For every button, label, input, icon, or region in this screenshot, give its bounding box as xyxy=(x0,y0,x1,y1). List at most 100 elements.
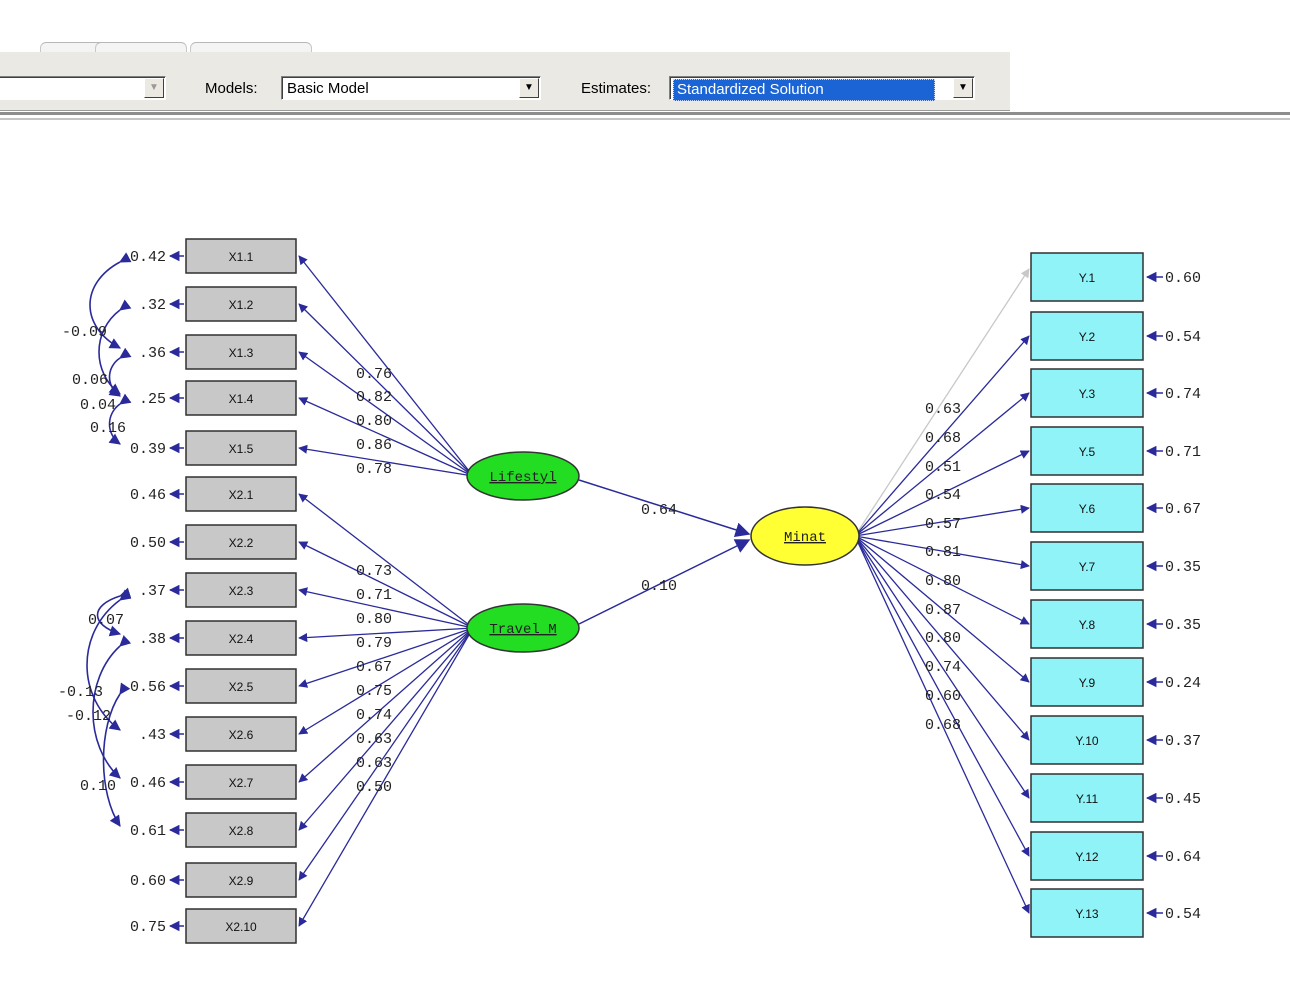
indicator-label: Y.7 xyxy=(1079,560,1096,574)
structural-coefficient: 0.10 xyxy=(641,578,677,595)
error-variance-label: .32 xyxy=(139,297,166,314)
covariance-curve xyxy=(102,682,131,827)
indicator-box xyxy=(1030,599,1144,649)
latent-minat-label: Minat xyxy=(784,530,826,546)
models-label: Models: xyxy=(205,80,258,97)
error-variance-label: 0.67 xyxy=(1165,501,1201,518)
indicator-box xyxy=(1030,311,1144,361)
indicator-box xyxy=(1030,657,1144,707)
error-variance-label: .43 xyxy=(139,727,166,744)
toolbar-divider xyxy=(0,118,1290,120)
loading-label: 0.78 xyxy=(356,461,392,478)
window-tab-strip xyxy=(0,36,320,54)
indicator-label: X2.10 xyxy=(225,920,257,934)
error-variance-label: .38 xyxy=(139,631,166,648)
latent-lifestyle-ellipse xyxy=(466,451,580,501)
indicator-box xyxy=(1030,831,1144,881)
error-variance-label: 0.74 xyxy=(1165,386,1201,403)
loading-label: 0.80 xyxy=(356,611,392,628)
estimates-combo-value: Standardized Solution xyxy=(673,79,935,101)
indicator-box xyxy=(185,764,297,800)
indicator-label: Y.5 xyxy=(1079,445,1096,459)
group-combo[interactable]: ▼ xyxy=(0,76,166,100)
loading-label: 0.74 xyxy=(356,707,392,724)
covariance-curve xyxy=(92,635,132,779)
loading-path xyxy=(854,335,1030,537)
loading-path xyxy=(298,541,474,629)
indicator-box xyxy=(185,286,297,322)
error-variance-label: 0.71 xyxy=(1165,444,1201,461)
latent-minat-ellipse xyxy=(750,506,860,566)
loading-label: 0.74 xyxy=(925,659,961,676)
loading-label: 0.68 xyxy=(925,717,961,734)
loading-label: 0.60 xyxy=(925,688,961,705)
covariance-label: -0.12 xyxy=(66,708,111,725)
structural-coefficient: 0.64 xyxy=(641,502,677,519)
indicator-box xyxy=(185,524,297,560)
loading-path xyxy=(854,535,1030,625)
loading-path xyxy=(854,450,1030,537)
loading-label: 0.63 xyxy=(356,731,392,748)
loading-label: 0.76 xyxy=(356,366,392,383)
indicator-box xyxy=(1030,773,1144,823)
loading-path xyxy=(298,351,474,477)
indicator-label: X2.2 xyxy=(229,536,254,550)
models-combo[interactable]: Basic Model ▼ xyxy=(281,76,541,100)
error-variance-label: 0.54 xyxy=(1165,906,1201,923)
loading-path xyxy=(854,535,1030,914)
loading-path xyxy=(298,627,474,783)
indicator-label: X1.4 xyxy=(229,392,254,406)
covariance-label: 0.07 xyxy=(88,612,124,629)
indicator-label: X1.1 xyxy=(229,250,254,264)
covariance-curve xyxy=(89,252,132,349)
loading-label: 0.73 xyxy=(356,563,392,580)
chevron-down-icon[interactable]: ▼ xyxy=(144,78,164,98)
indicator-box xyxy=(185,380,297,416)
loading-label: 0.68 xyxy=(925,430,961,447)
covariance-label: -0.09 xyxy=(62,324,107,341)
loading-label: 0.80 xyxy=(925,630,961,647)
indicator-label: X1.5 xyxy=(229,442,254,456)
indicator-label: X2.3 xyxy=(229,584,254,598)
covariance-label: 0.16 xyxy=(90,420,126,437)
error-variance-label: 0.50 xyxy=(130,535,166,552)
latent-travel-label: Travel_M xyxy=(489,622,556,638)
tab-fragment xyxy=(95,42,187,53)
covariance-curve xyxy=(108,393,132,445)
indicator-label: Y.9 xyxy=(1079,676,1096,690)
indicator-box xyxy=(1030,715,1144,765)
indicator-box xyxy=(1030,426,1144,476)
loading-label: 0.81 xyxy=(925,544,961,561)
indicator-box xyxy=(1030,368,1144,418)
structural-path xyxy=(578,479,751,538)
indicator-box xyxy=(1030,888,1144,938)
loading-label: 0.63 xyxy=(925,401,961,418)
indicator-label: X2.1 xyxy=(229,488,254,502)
indicator-label: X2.9 xyxy=(229,874,254,888)
loading-path xyxy=(298,627,474,735)
indicator-label: X1.2 xyxy=(229,298,254,312)
error-variance-label: 0.61 xyxy=(130,823,166,840)
error-variance-label: 0.54 xyxy=(1165,329,1201,346)
indicator-box xyxy=(1030,483,1144,533)
chevron-down-icon[interactable]: ▼ xyxy=(953,78,973,98)
loading-path xyxy=(298,627,474,927)
indicator-box xyxy=(185,476,297,512)
loading-label: 0.50 xyxy=(356,779,392,796)
indicator-label: Y.3 xyxy=(1079,387,1096,401)
loading-path xyxy=(854,535,1030,741)
indicator-label: X1.3 xyxy=(229,346,254,360)
indicator-box xyxy=(185,908,297,944)
error-variance-label: 0.24 xyxy=(1165,675,1201,692)
loading-path xyxy=(854,268,1030,537)
loading-path xyxy=(298,303,474,477)
loading-path xyxy=(298,397,474,477)
loading-label: 0.57 xyxy=(925,516,961,533)
tab-fragment xyxy=(190,42,312,53)
loading-path xyxy=(854,535,1030,799)
loading-path xyxy=(854,504,1030,537)
chevron-down-icon[interactable]: ▼ xyxy=(519,78,539,98)
covariance-label: 0.06 xyxy=(72,372,108,389)
indicator-box xyxy=(185,572,297,608)
estimates-combo[interactable]: Standardized Solution ▼ xyxy=(669,76,975,101)
